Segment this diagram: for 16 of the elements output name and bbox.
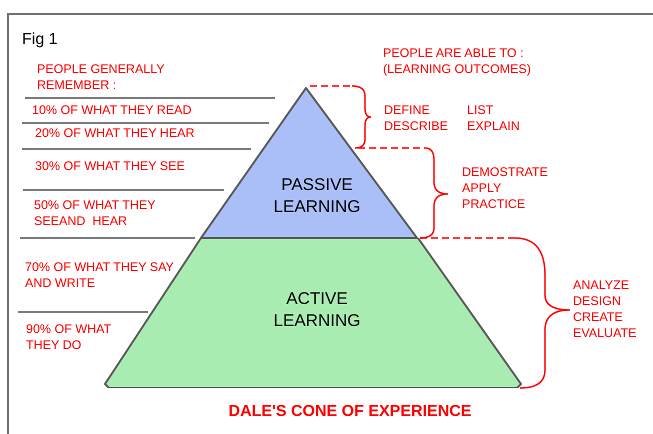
note-text: 10% OF WHAT THEY READ (32, 102, 193, 118)
section-label: ACTIVE LEARNING (272, 288, 362, 332)
note-text: PEOPLE ARE ABLE TO : (LEARNING OUTCOMES) (383, 45, 532, 77)
note-text: PEOPLE GENERALLY REMEMBER : (37, 61, 166, 93)
note-text: ANALYZE DESIGN CREATE EVALUATE (573, 277, 638, 341)
note-text: LIST EXPLAIN (467, 102, 521, 134)
note-text: DEFINE DESCRIBE (384, 102, 449, 134)
note-text: 90% OF WHAT THEY DO (26, 321, 112, 353)
figure-number: Fig 1 (22, 31, 59, 49)
note-text: 70% OF WHAT THEY SAY AND WRITE (25, 259, 175, 291)
note-text: DEMOSTRATE APPLY PRACTICE (462, 164, 549, 212)
section-label: PASSIVE LEARNING (272, 174, 362, 218)
note-text: 30% OF WHAT THEY SEE (35, 158, 186, 174)
note-text: 50% OF WHAT THEY SEEAND HEAR (34, 197, 156, 229)
note-text: 20% OF WHAT THEY HEAR (35, 125, 196, 141)
diagram-title: DALE'S CONE OF EXPERIENCE (228, 402, 472, 422)
